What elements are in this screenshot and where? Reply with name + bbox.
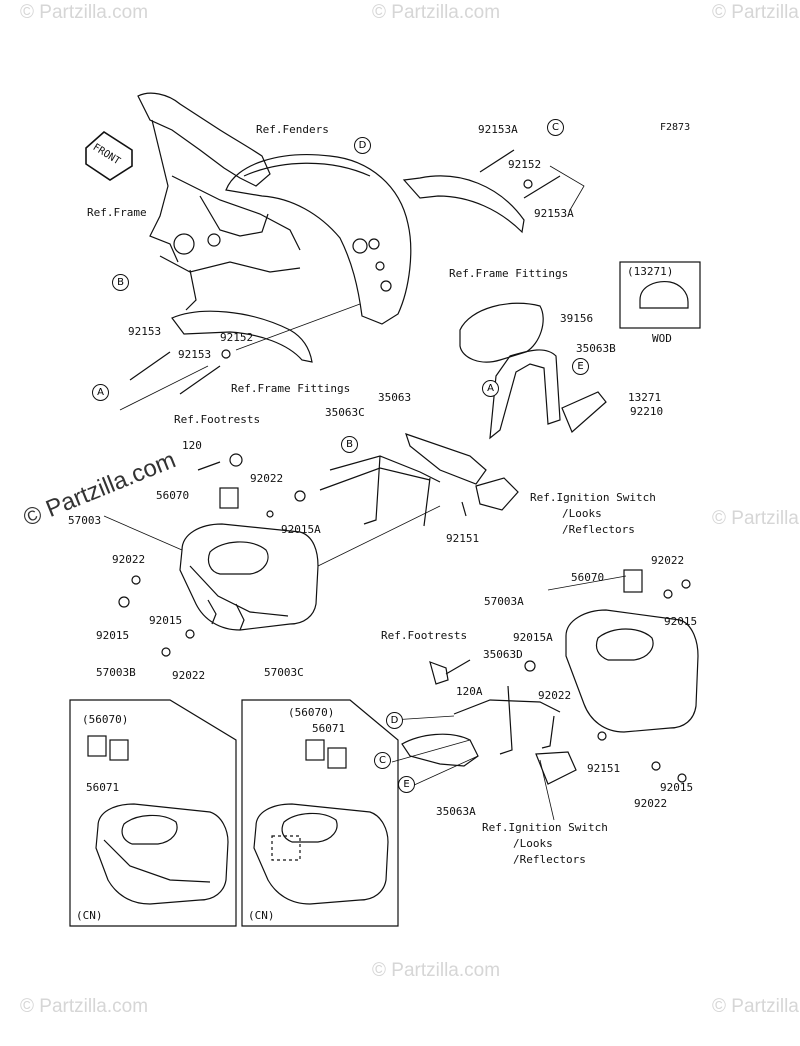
cn-label: (CN)	[248, 909, 275, 922]
part-number: 35063B	[576, 342, 616, 355]
part-number: 92015	[149, 614, 183, 627]
part-number: 92153A	[478, 123, 518, 136]
ref-fenders: Ref.Fenders	[256, 123, 329, 136]
part-number: 92152	[508, 158, 542, 171]
figure-code: F2873	[660, 122, 691, 133]
callout-e: E	[398, 776, 415, 793]
cn-label: (CN)	[76, 909, 103, 922]
part-number: 35063C	[325, 406, 365, 419]
part-number: 92153	[178, 348, 212, 361]
part-number: 35063A	[436, 805, 476, 818]
part-number: 92022	[250, 472, 284, 485]
ref-ignition-switch: Ref.Ignition Switch	[530, 491, 656, 504]
inset-part-number: (13271)	[627, 265, 674, 278]
watermark: © Partzilla.com	[712, 996, 800, 1017]
part-number: 57003	[68, 514, 102, 527]
part-number: 57003C	[264, 666, 304, 679]
part-number: 56071	[312, 722, 346, 735]
callout-d: D	[354, 137, 371, 154]
part-number: 13271	[628, 391, 662, 404]
watermark: © Partzilla.com	[712, 2, 800, 23]
part-number: (56070)	[82, 713, 129, 726]
part-number: 92153A	[534, 207, 574, 220]
watermark: © Partzilla.com	[20, 996, 149, 1017]
part-number: 92015	[664, 615, 698, 628]
callout-a: A	[92, 384, 109, 401]
part-number: (56070)	[288, 706, 335, 719]
callout-c: C	[547, 119, 564, 136]
callout-a: A	[482, 380, 499, 397]
part-number: 120	[182, 439, 202, 452]
part-number: 92022	[538, 689, 572, 702]
ref-frame: Ref.Frame	[87, 206, 147, 219]
part-number: 92015	[660, 781, 694, 794]
watermark: © Partzilla.com	[372, 2, 501, 23]
part-number: 92022	[112, 553, 146, 566]
part-number: 92151	[446, 532, 480, 545]
ref-looks: /Looks	[562, 507, 602, 520]
ref-frame-fittings: Ref.Frame Fittings	[231, 382, 351, 395]
watermark: © Partzilla.com	[20, 2, 149, 23]
ref-ignition-switch: Ref.Ignition Switch	[482, 821, 608, 834]
part-number: 92210	[630, 405, 664, 418]
part-number: 92153	[128, 325, 162, 338]
part-number: 92151	[587, 762, 621, 775]
part-number: 92152	[220, 331, 254, 344]
callout-b: B	[112, 274, 129, 291]
callout-b: B	[341, 436, 358, 453]
part-number: 92015A	[281, 523, 321, 536]
callout-d: D	[386, 712, 403, 729]
part-number: 92022	[172, 669, 206, 682]
part-number: 120A	[456, 685, 483, 698]
part-number: 56070	[571, 571, 605, 584]
part-number: 39156	[560, 312, 594, 325]
ref-reflectors: /Reflectors	[562, 523, 635, 536]
ref-footrests: Ref.Footrests	[381, 629, 468, 642]
part-number: 56070	[156, 489, 190, 502]
part-number: 92015	[96, 629, 130, 642]
ref-reflectors: /Reflectors	[513, 853, 586, 866]
ref-frame-fittings: Ref.Frame Fittings	[449, 267, 569, 280]
part-number: 57003B	[96, 666, 136, 679]
inset-label: WOD	[652, 332, 672, 345]
watermark: © Partzilla.com	[372, 960, 501, 981]
part-number: 92015A	[513, 631, 553, 644]
part-number: 35063	[378, 391, 412, 404]
part-number: 57003A	[484, 595, 524, 608]
ref-looks: /Looks	[513, 837, 553, 850]
part-number: 56071	[86, 781, 120, 794]
part-number: 35063D	[483, 648, 523, 661]
watermark: © Partzilla.com	[712, 508, 800, 529]
part-number: 92022	[651, 554, 685, 567]
callout-e: E	[572, 358, 589, 375]
part-number: 92022	[634, 797, 668, 810]
ref-footrests: Ref.Footrests	[174, 413, 261, 426]
callout-c: C	[374, 752, 391, 769]
